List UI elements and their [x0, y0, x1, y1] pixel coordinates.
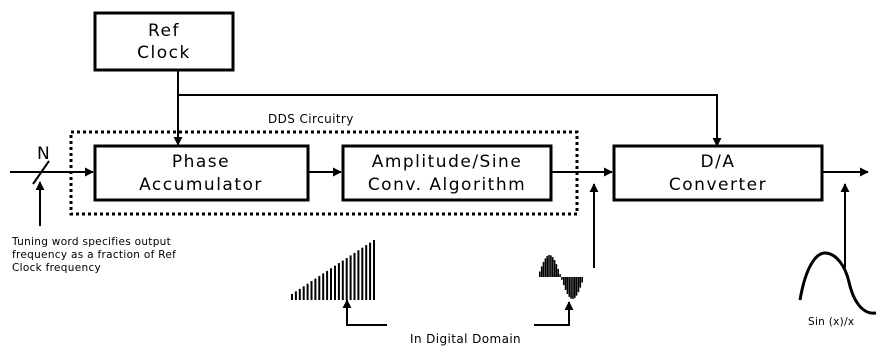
phase-accumulator-label-line2: Accumulator [139, 175, 263, 195]
da-converter-label-line1: D/A [701, 152, 736, 172]
ref-clock-label-line2: Clock [137, 43, 191, 63]
phase-accumulator-block: Phase Accumulator [93, 144, 310, 202]
ref-clock-label-line1: Ref [148, 21, 180, 41]
ref-clock-block: Ref Clock [93, 11, 235, 72]
amplitude-sine-label-line2: Conv. Algorithm [368, 175, 526, 195]
phase-accumulator-label-line1: Phase [172, 152, 230, 172]
sampled-sine-waveform [538, 255, 584, 299]
digital-domain-label: In Digital Domain [410, 332, 521, 346]
tuning-note-line1: Tuning word specifies output [11, 236, 171, 248]
digital-domain-bracket-right [534, 301, 574, 326]
dds-circuitry-label: DDS Circuitry [268, 112, 354, 126]
bus-width-slash [32, 160, 50, 185]
amplitude-sine-block: Amplitude/Sine Conv. Algorithm [341, 144, 553, 202]
analog-sine-waveform [798, 251, 877, 315]
tuning-note-line2: frequency as a fraction of Ref [12, 249, 176, 261]
bus-width-label: N [37, 144, 51, 164]
sinc-label: Sin (x)/x [808, 316, 854, 328]
da-converter-label-line2: Converter [669, 175, 767, 195]
phase-ramp-waveform [291, 240, 375, 300]
ref-clock-to-dac-line [178, 94, 722, 147]
da-converter-block: D/A Converter [612, 144, 824, 202]
digital-domain-bracket [342, 299, 387, 326]
amplitude-sine-label-line1: Amplitude/Sine [372, 152, 523, 172]
tuning-note-line3: Clock frequency [12, 262, 101, 274]
